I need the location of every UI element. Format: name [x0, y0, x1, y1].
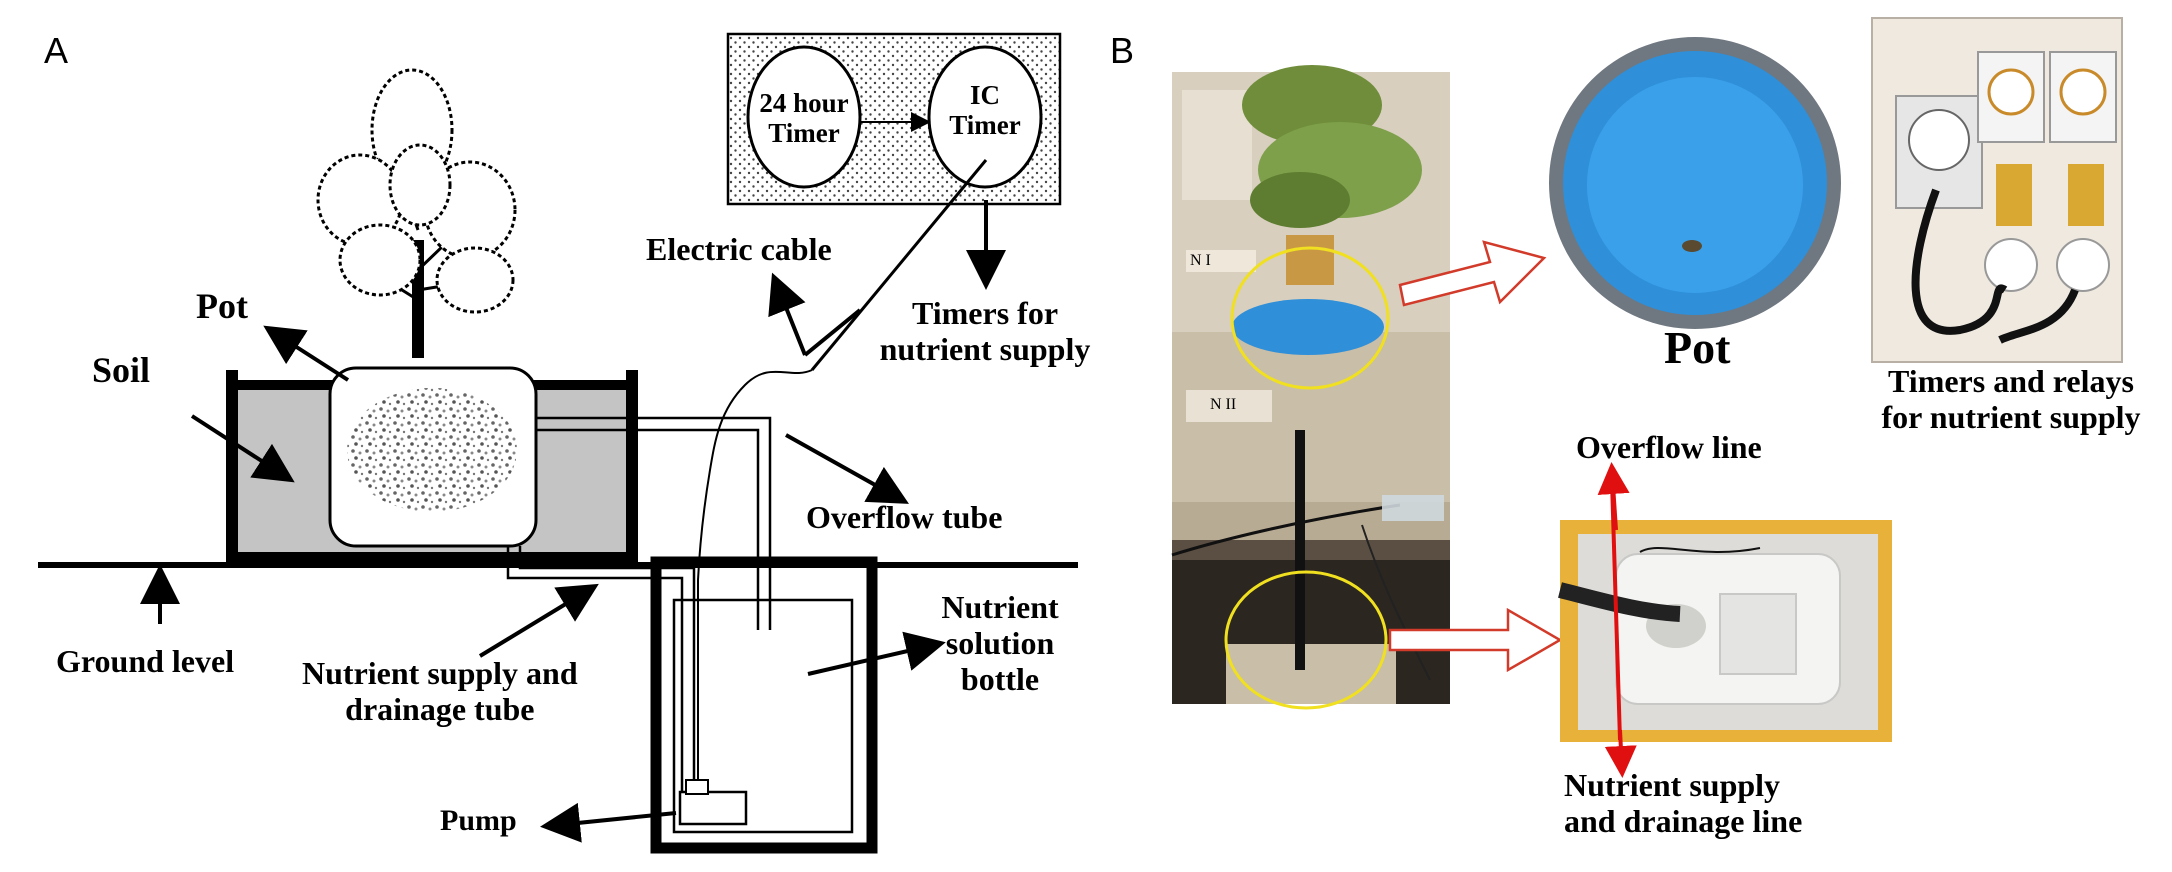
red-line — [1610, 481, 1622, 741]
timer-box — [726, 32, 1062, 206]
highlight-circle-pot — [1230, 246, 1390, 390]
panel-b-label: B — [1110, 30, 1135, 71]
pump-inlet — [685, 779, 709, 795]
field-photo — [1171, 65, 1450, 710]
pump-label: Pump — [440, 804, 517, 837]
pot-photo-label: Pot — [1664, 322, 1731, 373]
bottle-photo — [1558, 462, 1892, 778]
pot-photo — [1549, 37, 1841, 329]
ground-line — [38, 562, 1078, 568]
overflow-line-label: Overflow line — [1576, 429, 1762, 465]
leader-arrows — [140, 200, 1006, 843]
plate-label-2: N II — [1210, 396, 1237, 413]
overflow-tube-label: Overflow tube — [806, 499, 1003, 535]
plate-label-1: N I — [1190, 252, 1211, 269]
electric-cable-label: Electric cable — [646, 231, 832, 267]
outline-arrow-pot — [1398, 240, 1547, 307]
pot-label: Pot — [196, 286, 248, 326]
relay-box-photo — [1871, 17, 2123, 363]
outline-arrow-bottle — [1388, 607, 1563, 673]
ground-level-label: Ground level — [56, 643, 235, 679]
highlight-circle-line — [1224, 570, 1388, 710]
pump-box — [678, 790, 748, 826]
timer-24h-circle — [746, 45, 862, 189]
tubes — [506, 159, 988, 800]
plant-illustration — [316, 68, 517, 358]
panel-a-label: A — [44, 30, 69, 71]
pot-soil-fill — [347, 388, 517, 512]
soil-label: Soil — [92, 350, 151, 390]
